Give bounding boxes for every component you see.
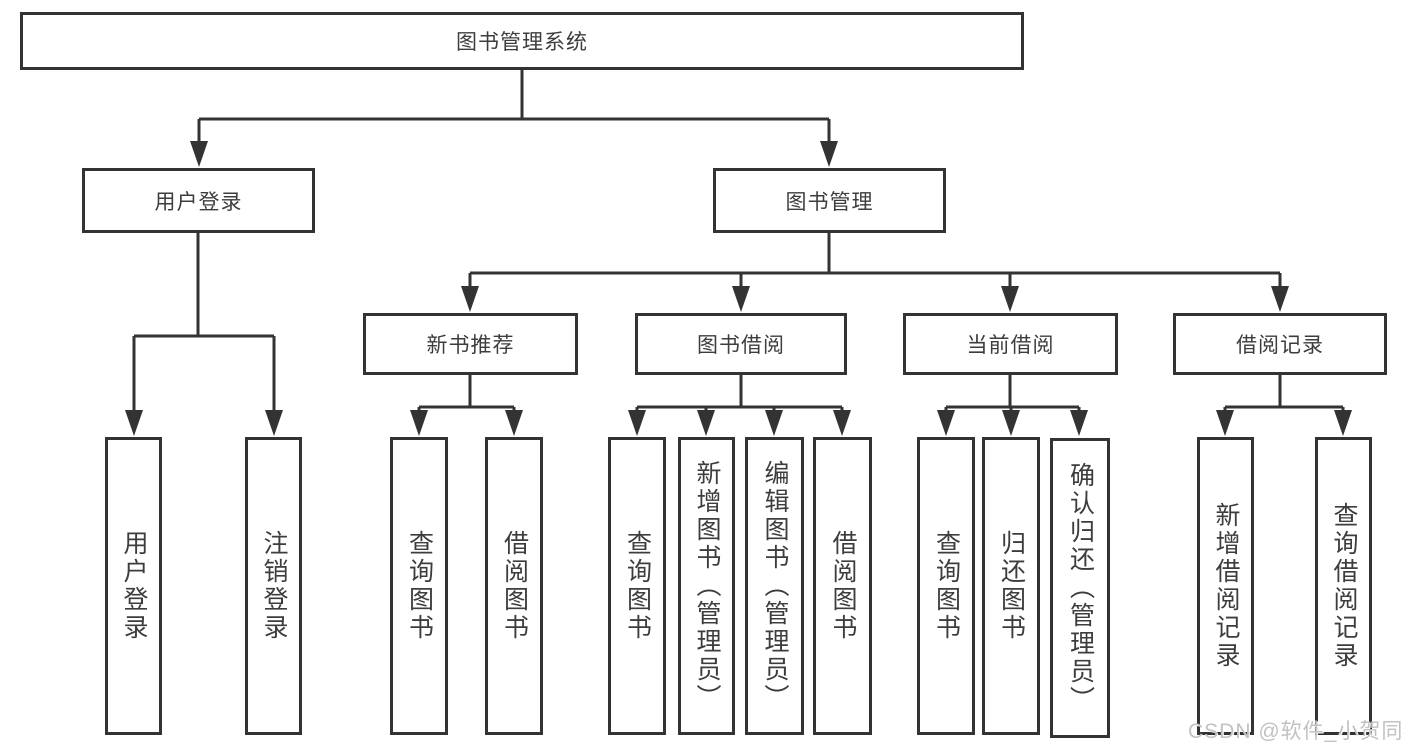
connector-root [197, 70, 831, 143]
leaf-borrow-borrow-label: 借阅图书 [829, 530, 857, 642]
leaf-borrow-query: 查询图书 [608, 437, 666, 735]
connector-new-book [417, 375, 516, 413]
leaf-borrow-edit-admin-label: 编辑图书（管理员） [761, 460, 789, 712]
node-book-borrow-label: 图书借阅 [697, 334, 785, 357]
node-user-login: 用户登录 [82, 168, 315, 233]
leaf-newbook-query: 查询图书 [390, 437, 448, 735]
leaf-current-confirm-admin: 确认归还（管理员） [1050, 438, 1110, 738]
leaf-borrow-borrow: 借阅图书 [813, 437, 872, 735]
leaf-record-add: 新增借阅记录 [1197, 437, 1254, 735]
leaf-record-query: 查询借阅记录 [1315, 437, 1372, 735]
node-borrow-records: 借阅记录 [1173, 313, 1387, 375]
connector-borrow [635, 375, 844, 413]
leaf-user-login-label: 用户登录 [120, 530, 148, 642]
node-book-management-label: 图书管理 [785, 190, 874, 214]
leaf-current-return-label: 归还图书 [997, 530, 1026, 642]
leaf-borrow-edit-admin: 编辑图书（管理员） [745, 437, 804, 735]
connector-book-mgmt [468, 233, 1282, 289]
arrowheads [125, 141, 1352, 436]
node-current-borrow-label: 当前借阅 [966, 334, 1055, 357]
leaf-borrow-add-admin: 新增图书（管理员） [678, 437, 735, 735]
node-new-book-recommend-label: 新书推荐 [426, 334, 515, 357]
node-root-label: 图书管理系统 [456, 31, 588, 54]
connector-records [1223, 375, 1345, 413]
leaf-newbook-borrow: 借阅图书 [485, 437, 543, 735]
leaf-current-confirm-admin-label: 确认归还（管理员） [1066, 462, 1095, 714]
leaf-newbook-query-label: 查询图书 [405, 530, 434, 642]
node-borrow-records-label: 借阅记录 [1236, 334, 1324, 357]
node-root: 图书管理系统 [20, 12, 1024, 70]
leaf-current-query-label: 查询图书 [932, 530, 961, 642]
leaf-user-login: 用户登录 [105, 437, 162, 735]
leaf-current-return: 归还图书 [982, 437, 1040, 735]
node-user-login-label: 用户登录 [154, 190, 243, 214]
leaf-logout: 注销登录 [245, 437, 302, 735]
node-current-borrow: 当前借阅 [903, 313, 1118, 375]
leaf-current-query: 查询图书 [917, 437, 975, 735]
leaf-borrow-query-label: 查询图书 [623, 530, 652, 642]
node-new-book-recommend: 新书推荐 [363, 313, 578, 375]
leaf-borrow-add-admin-label: 新增图书（管理员） [693, 460, 721, 712]
leaf-logout-label: 注销登录 [260, 530, 288, 642]
node-book-management: 图书管理 [713, 168, 946, 233]
connector-current [944, 375, 1081, 413]
leaf-newbook-borrow-label: 借阅图书 [500, 530, 529, 642]
connector-user-login [132, 233, 276, 412]
node-book-borrow: 图书借阅 [635, 313, 847, 375]
leaf-record-query-label: 查询借阅记录 [1330, 502, 1358, 670]
leaf-record-add-label: 新增借阅记录 [1212, 502, 1240, 670]
csdn-watermark: CSDN @软件_小贺同学 [1188, 720, 1405, 743]
